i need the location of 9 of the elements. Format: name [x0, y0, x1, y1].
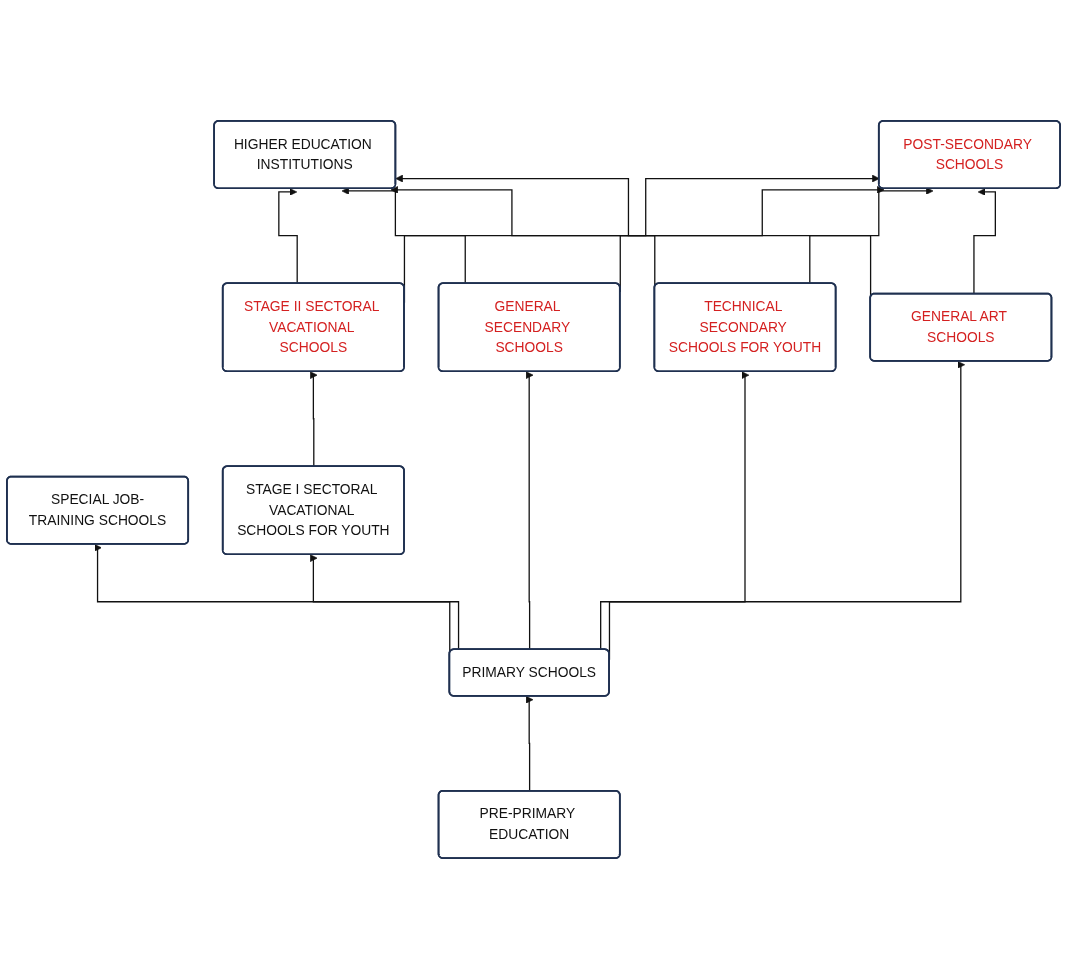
arrow — [525, 695, 534, 792]
arrow — [600, 371, 750, 651]
arrow — [809, 187, 934, 285]
arrow — [525, 371, 534, 651]
arrow — [309, 554, 460, 651]
arrow — [341, 187, 466, 285]
arrow — [309, 371, 318, 468]
arrow — [278, 188, 298, 285]
arrow — [973, 188, 996, 295]
